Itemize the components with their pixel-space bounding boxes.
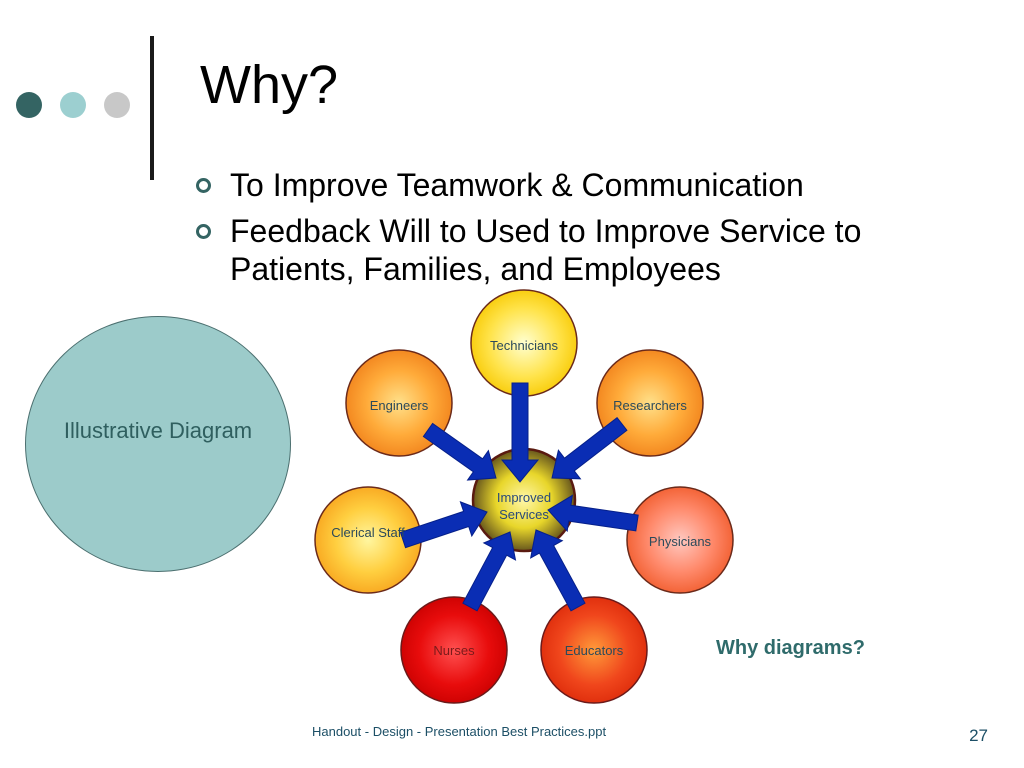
bullet-item: Feedback Will to Used to Improve Service… xyxy=(194,212,994,288)
arrow-engineers-icon xyxy=(422,422,497,481)
bullet-ring-icon xyxy=(196,178,211,193)
arrow-clerical-icon xyxy=(399,501,488,549)
label-engineers: Engineers xyxy=(369,398,429,413)
dot-gray-icon xyxy=(104,92,130,118)
node-nurses xyxy=(400,596,508,704)
arrow-technicians-icon xyxy=(500,382,540,483)
node-engineers xyxy=(345,349,453,457)
label-clerical: Clerical Staff xyxy=(331,525,405,540)
node-educators xyxy=(540,596,648,704)
node-physicians xyxy=(626,486,734,594)
footer-text: Handout - Design - Presentation Best Pra… xyxy=(312,724,607,739)
illustrative-circle xyxy=(25,316,291,572)
label-nurses: Nurses xyxy=(433,643,475,658)
arrow-researchers-icon xyxy=(551,417,628,480)
label-physicians: Physicians xyxy=(648,534,712,549)
bullet-text: To Improve Teamwork & Communication xyxy=(230,167,804,203)
bullet-item: To Improve Teamwork & Communication xyxy=(194,166,994,204)
arrow-group xyxy=(399,382,639,612)
label-hub: Improved Services xyxy=(496,490,552,522)
label-researchers: Researchers xyxy=(613,398,687,413)
illustrative-label: Illustrative Diagram xyxy=(63,418,253,443)
arrow-physicians-icon xyxy=(547,494,639,533)
label-technicians: Technicians xyxy=(490,338,558,353)
arrow-nurses-icon xyxy=(462,531,517,612)
slide-title: Why? xyxy=(200,55,339,115)
dot-light-icon xyxy=(60,92,86,118)
bullet-list: To Improve Teamwork & Communication Feed… xyxy=(194,166,994,296)
page-number: 27 xyxy=(969,726,988,745)
why-diagrams-caption: Why diagrams? xyxy=(716,637,865,659)
dot-dark-icon xyxy=(16,92,42,118)
label-educators: Educators xyxy=(564,643,624,658)
bullet-text: Feedback Will to Used to Improve Service… xyxy=(230,213,862,287)
arrow-educators-icon xyxy=(530,529,586,612)
bullet-ring-icon xyxy=(196,224,211,239)
title-divider xyxy=(150,36,154,180)
